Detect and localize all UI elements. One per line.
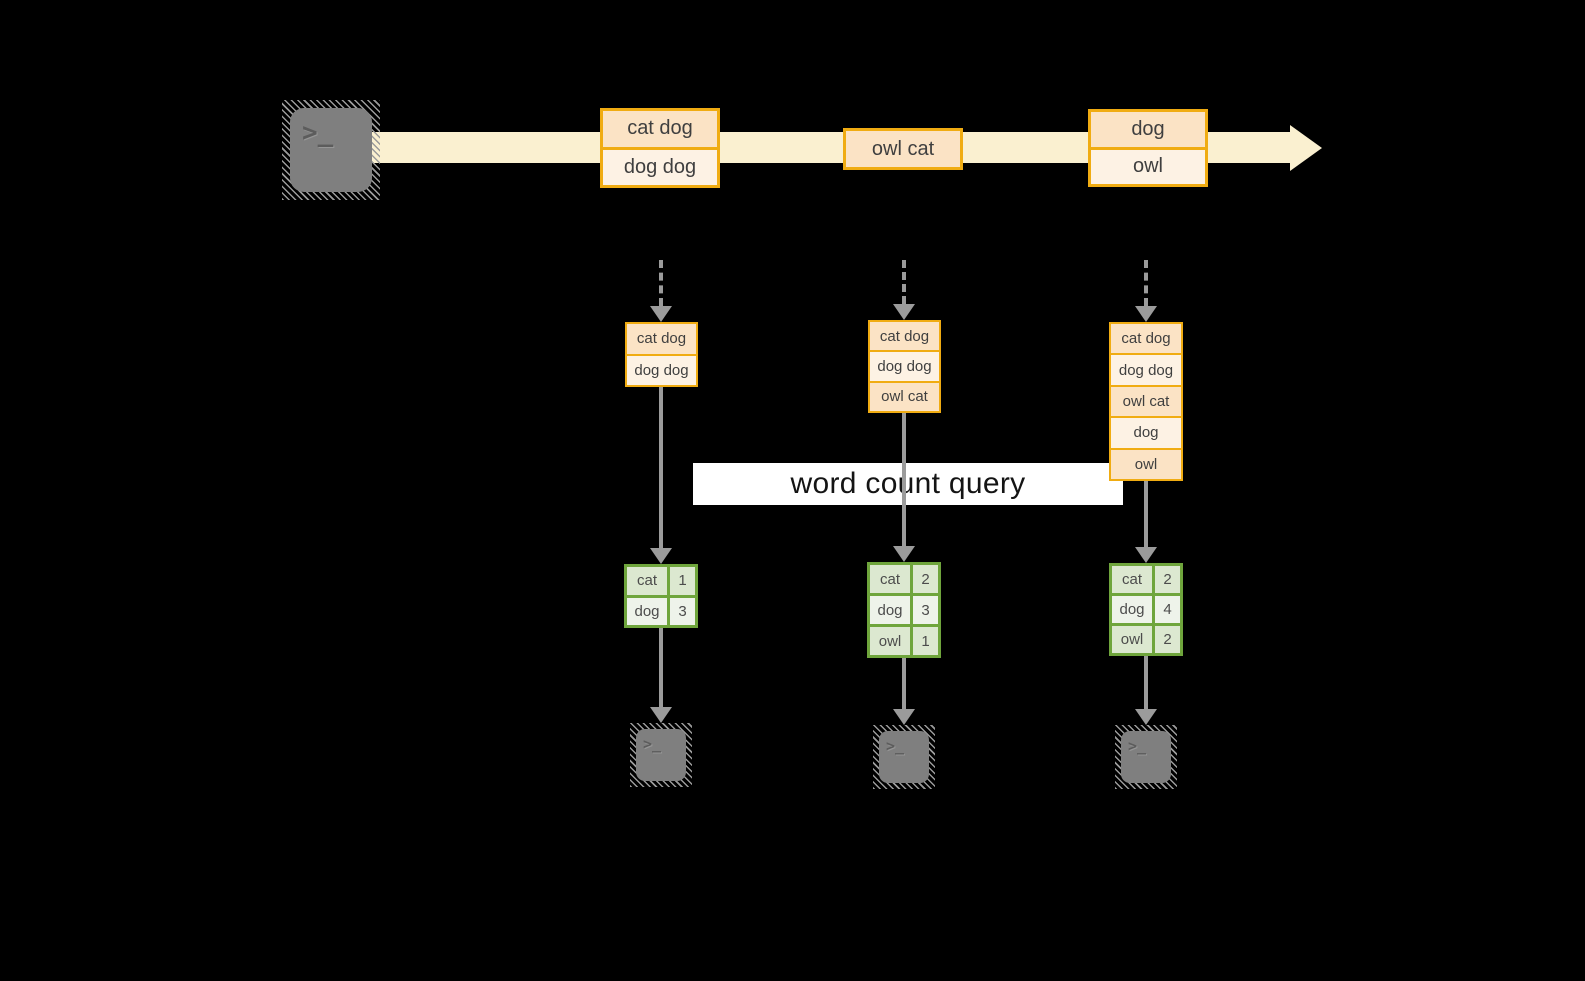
count-cell: 4 — [1155, 596, 1180, 623]
terminal-prompt-glyph: >_ — [643, 735, 662, 753]
count-table-3: cat 2 dog 4 owl 2 — [1109, 563, 1183, 656]
event-line: dog dog — [603, 149, 717, 185]
stream-event-box-1: cat dog dog dog — [600, 108, 720, 188]
count-cell: 3 — [670, 597, 695, 625]
buffer-stack-1: cat dog dog dog — [625, 322, 698, 387]
terminal-sink-icon-2: >_ — [873, 725, 935, 789]
count-cell: 2 — [1155, 566, 1180, 593]
buffer-line: cat dog — [870, 322, 939, 351]
arrowhead-down-icon — [893, 304, 915, 320]
buffer-line: dog — [1111, 418, 1181, 448]
stream-arrowhead-icon — [1290, 125, 1322, 171]
arrowhead-down-icon — [650, 707, 672, 723]
buffer-line: cat dog — [627, 324, 696, 354]
count-cell: 2 — [913, 565, 938, 593]
flow-line — [902, 413, 906, 547]
buffer-stack-2: cat dog dog dog owl cat — [868, 320, 941, 413]
word-cell: cat — [1112, 566, 1152, 593]
count-cell: 3 — [913, 596, 938, 624]
flow-line — [1144, 656, 1148, 710]
word-cell: owl — [1112, 626, 1152, 653]
word-count-query-banner: word count query — [693, 463, 1123, 505]
event-line: cat dog — [603, 111, 717, 147]
flow-line — [1144, 481, 1148, 548]
arrowhead-down-icon — [650, 306, 672, 322]
buffer-line: cat dog — [1111, 324, 1181, 354]
count-cell: 2 — [1155, 626, 1180, 653]
terminal-prompt-glyph: >_ — [1128, 737, 1147, 755]
terminal-prompt-glyph: >_ — [886, 737, 905, 755]
event-line: owl — [1091, 149, 1205, 184]
event-line: owl cat — [846, 131, 960, 167]
arrowhead-down-icon — [893, 546, 915, 562]
arrowhead-down-icon — [1135, 709, 1157, 725]
buffer-line: dog dog — [1111, 355, 1181, 385]
count-cell: 1 — [913, 627, 938, 655]
flow-line — [659, 387, 663, 549]
terminal-sink-icon-1: >_ — [630, 723, 692, 787]
arrowhead-down-icon — [650, 548, 672, 564]
arrowhead-down-icon — [1135, 306, 1157, 322]
stream-event-box-3: dog owl — [1088, 109, 1208, 187]
count-table-1: cat 1 dog 3 — [624, 564, 698, 628]
word-count-query-label: word count query — [790, 467, 1026, 500]
count-table-2: cat 2 dog 3 owl 1 — [867, 562, 941, 658]
terminal-sink-icon-3: >_ — [1115, 725, 1177, 789]
terminal-sink-body: >_ — [1121, 731, 1171, 783]
word-cell: dog — [627, 597, 667, 625]
terminal-sink-body: >_ — [879, 731, 929, 783]
flow-line — [659, 628, 663, 708]
buffer-line: owl cat — [870, 382, 939, 411]
count-cell: 1 — [670, 567, 695, 595]
terminal-source-icon: >_ — [282, 100, 380, 200]
word-cell: dog — [870, 596, 910, 624]
buffer-line: owl — [1111, 449, 1181, 480]
stream-event-box-2: owl cat — [843, 128, 963, 170]
terminal-prompt-glyph: >_ — [302, 118, 334, 148]
terminal-sink-body: >_ — [636, 729, 686, 781]
buffer-stack-3: cat dog dog dog owl cat dog owl — [1109, 322, 1183, 481]
dashed-arrow-line — [1144, 260, 1148, 306]
buffer-line: dog dog — [870, 352, 939, 381]
flow-line — [902, 658, 906, 710]
word-cell: dog — [1112, 596, 1152, 623]
terminal-source-body: >_ — [290, 108, 372, 192]
event-line: dog — [1091, 112, 1205, 147]
arrowhead-down-icon — [893, 709, 915, 725]
buffer-line: owl cat — [1111, 386, 1181, 417]
arrowhead-down-icon — [1135, 547, 1157, 563]
word-cell: owl — [870, 627, 910, 655]
dashed-arrow-line — [902, 260, 906, 304]
word-cell: cat — [870, 565, 910, 593]
buffer-line: dog dog — [627, 355, 696, 385]
word-cell: cat — [627, 567, 667, 595]
dashed-arrow-line — [659, 260, 663, 306]
